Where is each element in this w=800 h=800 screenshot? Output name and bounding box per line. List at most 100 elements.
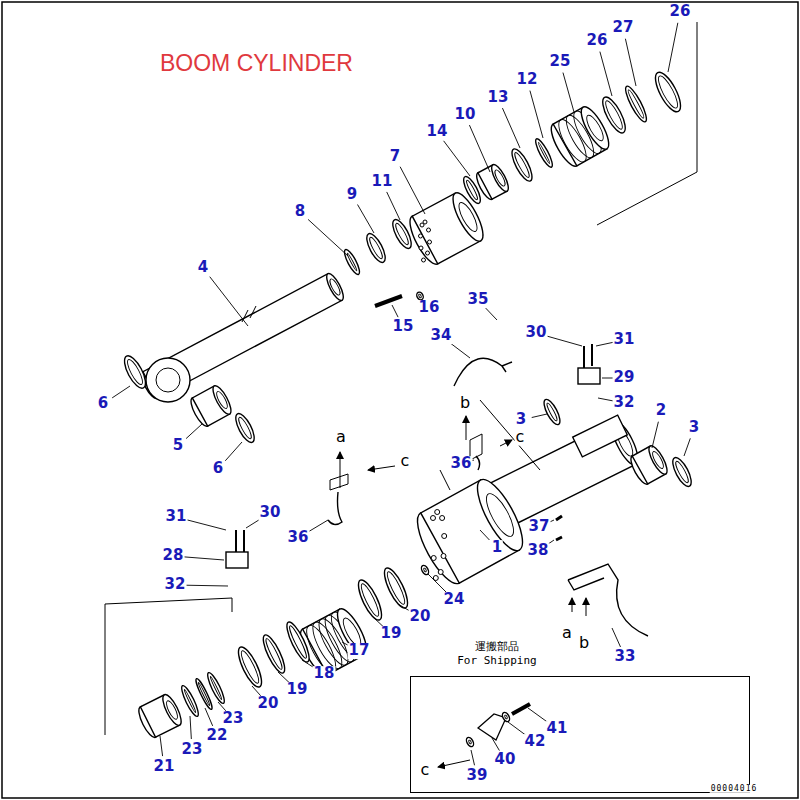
outline-line — [466, 416, 467, 440]
callout-number: 10 — [454, 107, 477, 123]
callout-number: 8 — [294, 204, 306, 220]
ring-part — [669, 455, 695, 489]
nut-part — [556, 516, 562, 540]
drawing-code: 00004016 — [710, 785, 759, 793]
ring-part — [120, 353, 149, 391]
leader-line — [392, 305, 398, 317]
leader-line — [502, 108, 520, 148]
leader-line — [387, 192, 400, 220]
outline-line — [572, 598, 573, 612]
leader-line — [532, 414, 547, 418]
callout-number: 31 — [165, 509, 188, 525]
bolt-hole — [431, 516, 436, 521]
callout-number: 9 — [346, 187, 358, 203]
ring-part — [651, 69, 686, 115]
ring-inner — [513, 151, 531, 179]
view-letter: c — [515, 429, 526, 446]
callout-number: 30 — [259, 505, 282, 521]
outline-line — [597, 22, 697, 225]
ring-inner — [368, 236, 385, 260]
ring-inner — [287, 625, 308, 660]
leader-line — [625, 39, 636, 86]
bolt-part — [512, 704, 530, 714]
callout-number: 13 — [487, 90, 510, 106]
cylinder-bore — [215, 390, 230, 410]
ring-inner — [385, 570, 408, 606]
outline-line — [232, 598, 233, 612]
leader-line — [372, 616, 383, 626]
callout-number: 18 — [313, 666, 336, 682]
bolt-hole — [419, 246, 423, 250]
ring-inner — [264, 637, 284, 670]
leader-line — [210, 277, 248, 326]
leader-line — [187, 520, 226, 530]
cylinder-bore — [651, 450, 666, 470]
cylinder-body — [143, 274, 342, 399]
cylinder-bore — [584, 113, 607, 143]
bolt-hole — [431, 556, 436, 561]
heading-text: For Shipping — [447, 654, 547, 668]
callout-number: 40 — [494, 752, 517, 768]
ring-inner — [125, 358, 145, 386]
ring-inner — [197, 682, 210, 706]
ring-inner — [546, 402, 559, 422]
bolt-hole — [420, 223, 424, 227]
bolt-hole — [440, 516, 445, 521]
callout-number: 3 — [688, 420, 700, 436]
outline-line — [340, 452, 341, 488]
flange-block — [226, 552, 248, 568]
ring-inner — [394, 222, 411, 246]
bolt-hole — [419, 234, 423, 238]
title: BOOM CYLINDER — [160, 50, 353, 77]
bolt-hole — [435, 510, 440, 515]
callout-number: 36 — [287, 530, 310, 546]
heading-text: 運搬部品 — [447, 640, 547, 654]
callout-number: 30 — [525, 325, 548, 341]
view-letter: c — [400, 453, 411, 470]
leader-line — [530, 91, 543, 138]
callout-number: 4 — [197, 260, 209, 276]
box-heading: 運搬部品For Shipping — [447, 640, 547, 668]
callout-number: 25 — [549, 54, 572, 70]
leader-line — [444, 141, 470, 176]
cylinder-bore — [164, 699, 179, 720]
leader-line — [596, 342, 613, 346]
outline-line — [438, 760, 470, 767]
callout-number: 26 — [669, 4, 692, 20]
barrel-eye — [573, 415, 628, 457]
leader-line — [160, 736, 163, 756]
callout-number: 12 — [516, 72, 539, 88]
clamp-part — [454, 358, 512, 386]
callout-number: 36 — [450, 456, 473, 472]
ring-inner — [359, 582, 382, 618]
leader-line — [492, 738, 499, 751]
cylinder-end — [469, 474, 531, 557]
leader-line — [184, 557, 224, 560]
callout-number: 26 — [586, 33, 609, 49]
parts — [120, 69, 694, 748]
pipe-block — [330, 434, 482, 490]
callout-number: 19 — [380, 626, 403, 642]
callout-number: 21 — [153, 759, 176, 775]
cylinder-bore — [481, 490, 518, 540]
ring-inner — [418, 294, 422, 298]
callout-number: 14 — [426, 124, 449, 140]
outline-line — [480, 400, 540, 470]
break-mark — [242, 306, 256, 322]
callout-number: 5 — [172, 438, 184, 454]
view-letter: a — [561, 625, 573, 642]
rod-eye — [146, 358, 190, 402]
callout-number: 32 — [164, 577, 187, 593]
ring-part — [501, 711, 511, 723]
box-outline — [410, 676, 750, 793]
ring-part — [541, 397, 563, 426]
leader-line — [471, 750, 475, 765]
callout-number: 39 — [466, 768, 489, 784]
ring-part — [283, 620, 313, 665]
callout-number: 16 — [418, 300, 441, 316]
callout-number: 35 — [467, 292, 490, 308]
ring-part — [622, 84, 650, 124]
